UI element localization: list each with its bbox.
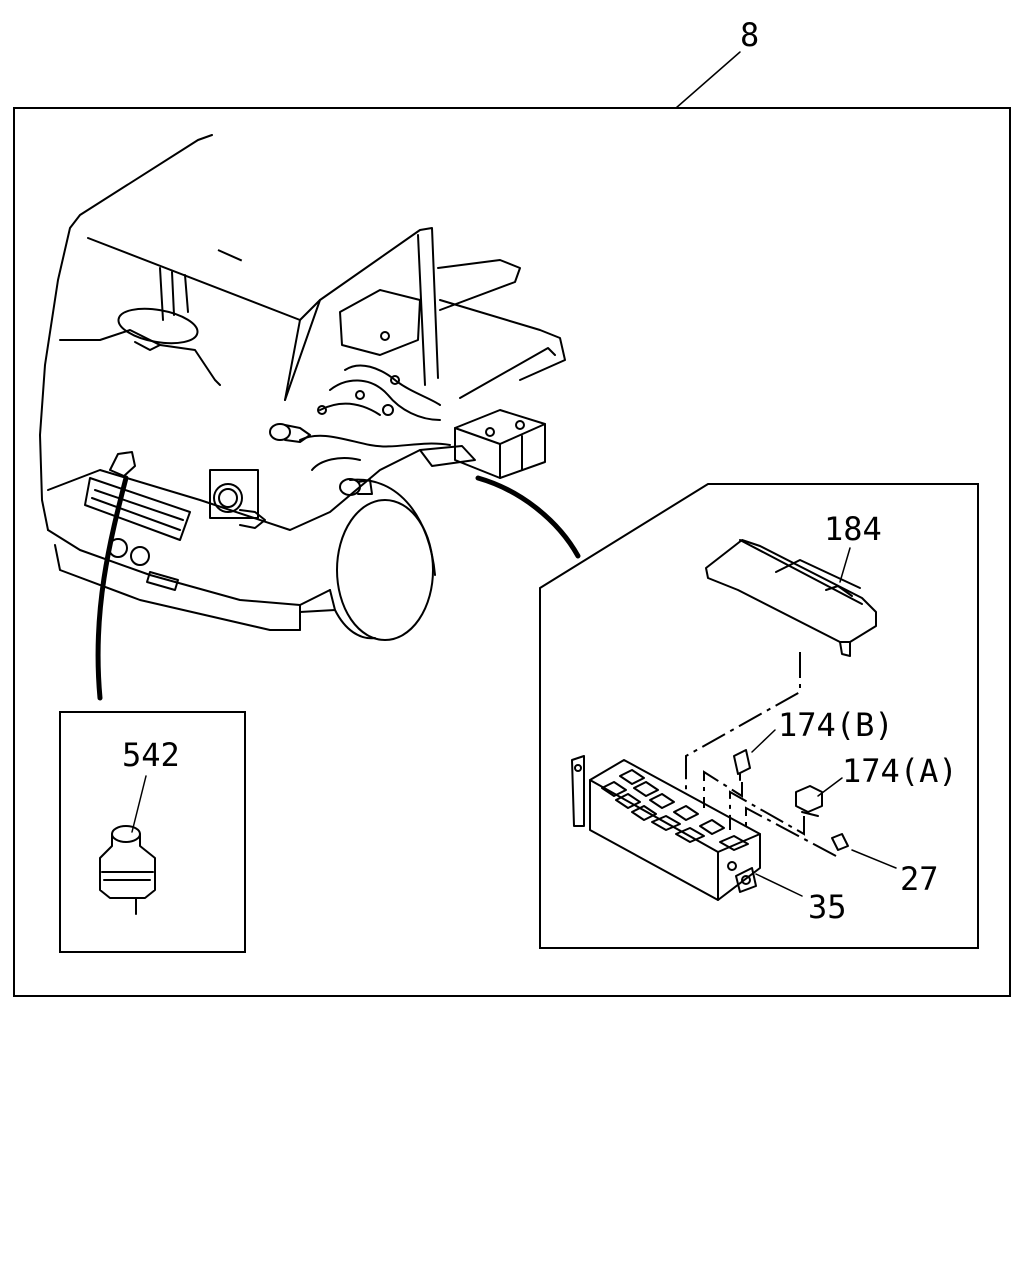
dash-cover-to-box: [685, 652, 801, 790]
link-arc-fusebox: [475, 475, 581, 559]
callout-35: 35: [808, 888, 847, 926]
dash-relay-b: [703, 770, 743, 808]
fusebox-inset-frame: [539, 483, 979, 949]
reservoir-drawing: [99, 825, 156, 915]
leader-184: [839, 547, 851, 583]
leader-27: [851, 849, 897, 869]
leader-35: [755, 873, 803, 897]
dash-relay-a: [729, 790, 805, 836]
fuse-drawing: [831, 833, 849, 851]
outer-frame: [13, 107, 1011, 997]
callout-8: 8: [740, 16, 759, 54]
cover-drawing: [705, 539, 877, 657]
dash-fuse: [745, 806, 837, 857]
leader-8: [675, 51, 741, 109]
link-arc-reservoir: [95, 475, 129, 701]
relay-b-drawing: [733, 749, 751, 781]
leader-542: [131, 775, 147, 833]
leader-174b: [751, 729, 776, 753]
callout-174b: 174(B): [778, 706, 894, 744]
callout-542: 542: [122, 736, 180, 774]
callout-27: 27: [900, 860, 939, 898]
truck-illustration: [39, 134, 566, 641]
callout-184: 184: [824, 510, 882, 548]
reservoir-inset-frame: [59, 711, 246, 953]
callout-174a: 174(A): [842, 752, 958, 790]
relay-a-drawing: [795, 785, 823, 817]
fusebox-drawing: [571, 755, 761, 901]
